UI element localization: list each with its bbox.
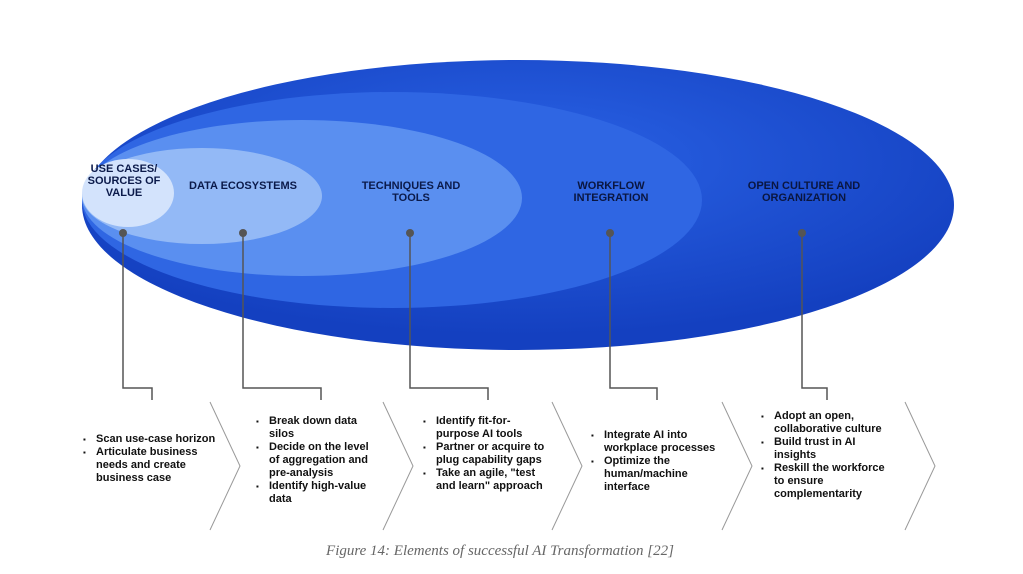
connector-line bbox=[609, 233, 658, 400]
connector-line bbox=[122, 233, 153, 400]
label-data-ecosystems: Data ecosystems bbox=[189, 180, 297, 192]
connector-line bbox=[801, 233, 828, 400]
bullet: Identify high-value data bbox=[256, 480, 381, 506]
connector-line bbox=[409, 233, 489, 400]
use-cases-box: Scan use-case horizon Articulate busines… bbox=[80, 433, 220, 485]
bullet: Decide on the level of aggregation and p… bbox=[256, 441, 381, 480]
connector-dot bbox=[119, 229, 127, 237]
chevron-divider bbox=[382, 401, 414, 531]
bullet: Build trust in AI insights bbox=[761, 436, 886, 462]
bullet: Break down data silos bbox=[256, 415, 381, 441]
bullet: Articulate business needs and create bus… bbox=[83, 446, 220, 485]
figure-caption: Figure 14: Elements of successful AI Tra… bbox=[326, 543, 674, 559]
chevron-divider bbox=[209, 401, 241, 531]
bullet: Scan use-case horizon bbox=[83, 433, 220, 446]
data-ecosystems-box: Break down data silos Decide on the leve… bbox=[253, 415, 381, 506]
bullet: Integrate AI into workplace processes bbox=[591, 429, 716, 455]
bullet: Optimize the human/machine interface bbox=[591, 455, 716, 494]
open-culture-box: Adopt an open, collaborative culture Bui… bbox=[758, 410, 886, 501]
bullet: Partner or acquire to plug capability ga… bbox=[423, 441, 548, 467]
bullet: Identify fit-for-purpose AI tools bbox=[423, 415, 548, 441]
bullet: Take an agile, "test and learn" approach bbox=[423, 467, 548, 493]
connector-line bbox=[242, 233, 322, 400]
connector-dot bbox=[239, 229, 247, 237]
label-workflow-integration: Workflow integration bbox=[573, 180, 649, 204]
chevron-divider bbox=[904, 401, 936, 531]
techniques-box: Identify fit-for-purpose AI tools Partne… bbox=[420, 415, 548, 493]
connector-dot bbox=[606, 229, 614, 237]
connector-dot bbox=[406, 229, 414, 237]
workflow-box: Integrate AI into workplace processes Op… bbox=[588, 429, 716, 494]
bullet: Reskill the workforce to ensure compleme… bbox=[761, 462, 886, 501]
bullet: Adopt an open, collaborative culture bbox=[761, 410, 886, 436]
ellipse-use-cases bbox=[82, 159, 174, 227]
chevron-divider bbox=[551, 401, 583, 531]
chevron-divider bbox=[721, 401, 753, 531]
label-use-cases: Use cases/ sources of value bbox=[87, 163, 161, 199]
label-open-culture: Open culture and organization bbox=[747, 180, 861, 204]
label-techniques-tools: Techniques and tools bbox=[361, 180, 461, 204]
connector-dot bbox=[798, 229, 806, 237]
